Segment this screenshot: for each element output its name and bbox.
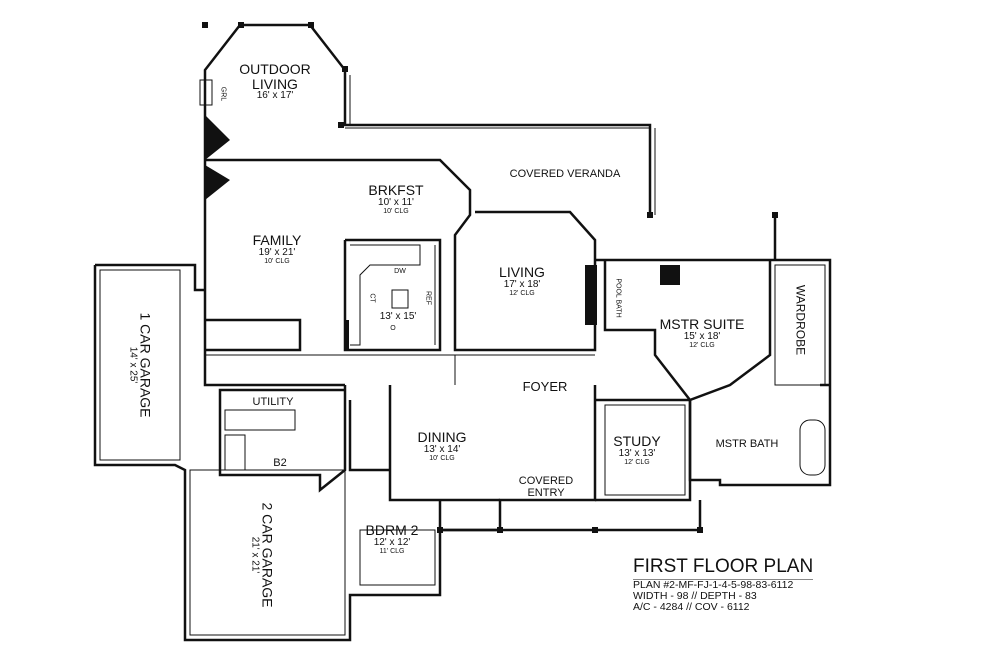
refrigerator-label: REF bbox=[424, 291, 432, 305]
covered-entry-label: COVERED ENTRY bbox=[518, 475, 574, 499]
wardrobe-label: WARDROBE bbox=[793, 284, 808, 356]
foyer-label: FOYER bbox=[522, 379, 568, 394]
plan-info: PLAN #2-MF-FJ-1-4-5-98-83-6112 WIDTH - 9… bbox=[633, 579, 794, 614]
cooktop-label: CT bbox=[368, 293, 376, 303]
oven-label: O bbox=[390, 325, 396, 332]
mstr-bath-label: MSTR BATH bbox=[715, 438, 779, 450]
kitchen-dimensions: 13' x 15' bbox=[379, 311, 417, 322]
plan-area: A/C - 4284 // COV - 6112 bbox=[633, 601, 750, 614]
b2-label: B2 bbox=[273, 457, 287, 469]
plan-size: WIDTH - 98 // DEPTH - 83 bbox=[633, 590, 757, 603]
pool-bath-label: POOL BATH bbox=[614, 278, 622, 318]
plan-title: FIRST FLOOR PLAN bbox=[633, 556, 814, 580]
utility-label: UTILITY bbox=[252, 396, 294, 408]
dishwasher-label: DW bbox=[394, 268, 406, 275]
grill-label: GRL bbox=[219, 86, 227, 102]
covered-veranda-label: COVERED VERANDA bbox=[509, 168, 621, 180]
plan-number: PLAN #2-MF-FJ-1-4-5-98-83-6112 bbox=[633, 579, 794, 591]
